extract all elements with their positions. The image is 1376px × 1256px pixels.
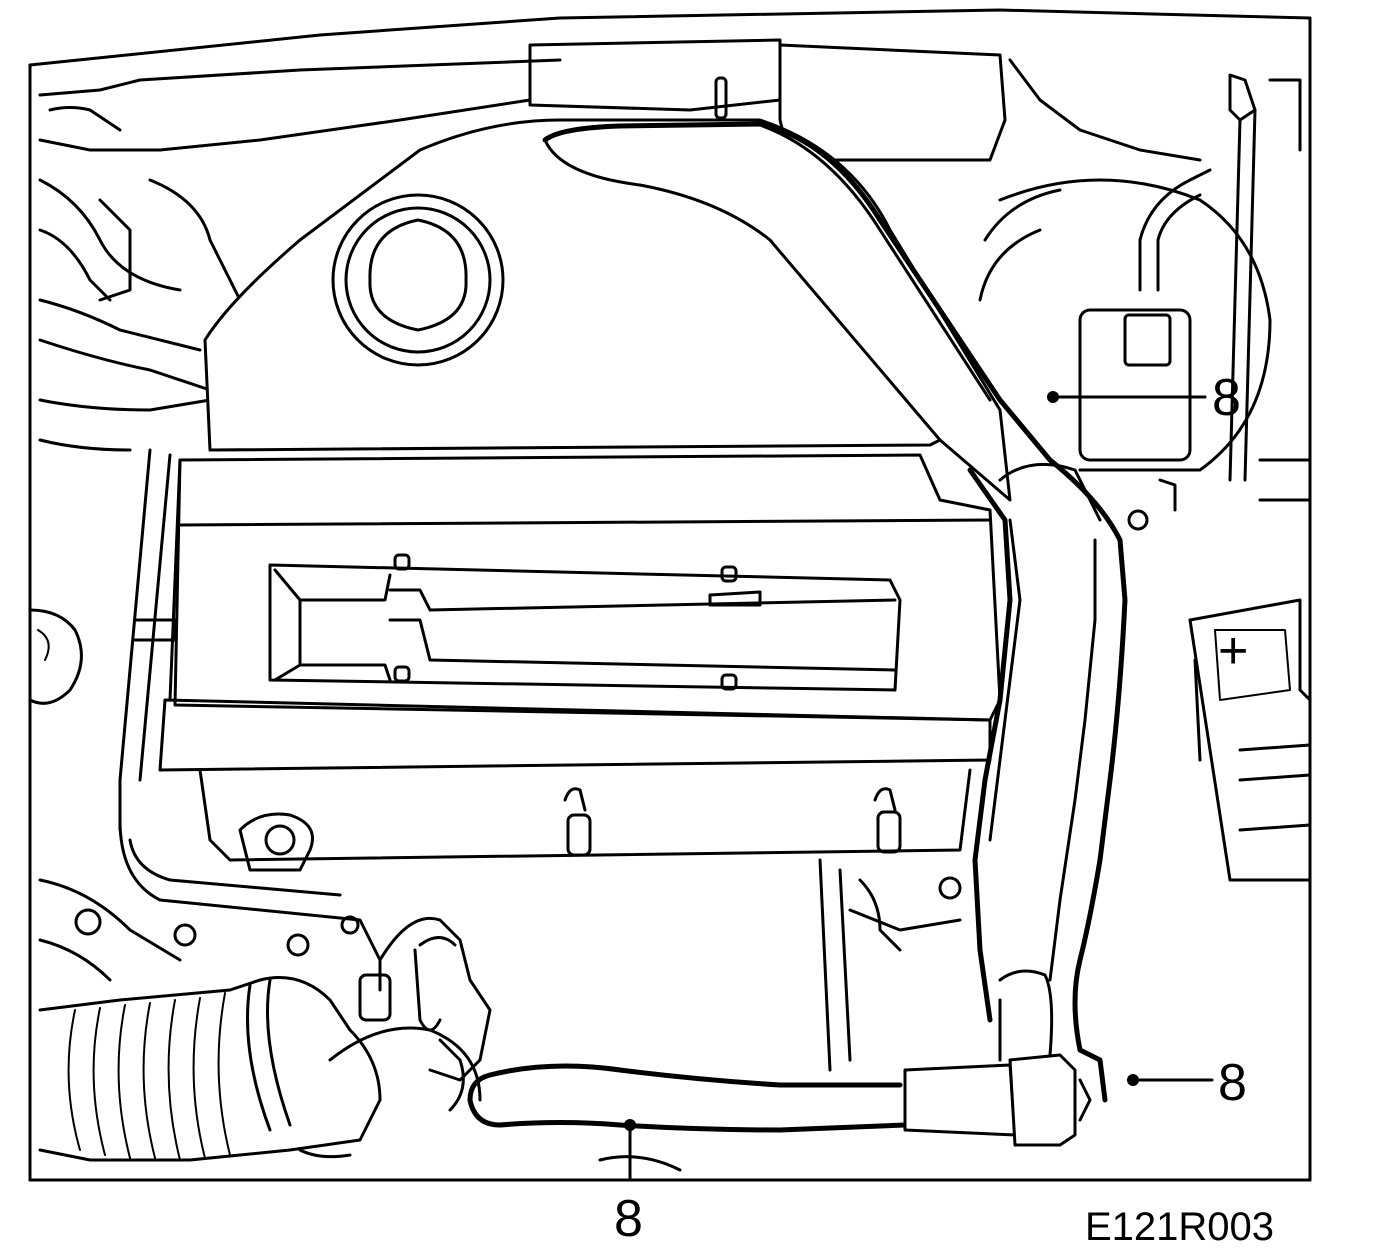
- callouts: 8 8 8: [614, 369, 1247, 1248]
- battery: +: [1188, 598, 1312, 882]
- battery-plus-symbol: +: [1218, 622, 1248, 680]
- top-components: [528, 38, 1302, 482]
- callout-label-right-upper: 8: [1212, 369, 1241, 427]
- diagram-frame: [28, 8, 1312, 1182]
- valve-cover: [158, 453, 1002, 772]
- callout-label-right-lower: 8: [1218, 1054, 1247, 1112]
- figure-code: E121R003: [1085, 1205, 1274, 1249]
- callout-label-bottom: 8: [614, 1190, 643, 1248]
- engine-block: [118, 448, 972, 1072]
- vacuum-hoses: [467, 121, 1177, 1147]
- intake-bellows: [38, 916, 682, 1172]
- left-side-hoses: [28, 58, 562, 982]
- brake-booster: [978, 168, 1312, 502]
- engine-cover: [203, 118, 1012, 502]
